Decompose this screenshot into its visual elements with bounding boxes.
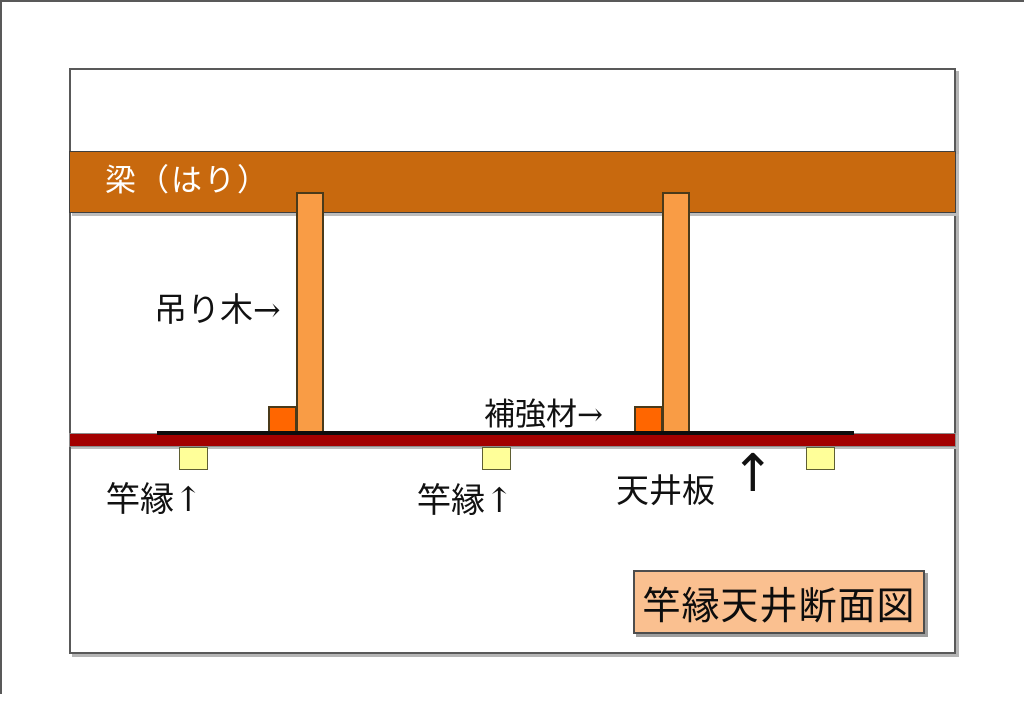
saobuchi-block-center bbox=[482, 447, 511, 470]
saobuchi-block-right bbox=[806, 447, 835, 470]
page-border-top bbox=[0, 0, 1024, 2]
saobuchi-label-center: 竿縁↑ bbox=[417, 481, 514, 521]
saobuchi-label-left: 竿縁↑ bbox=[106, 480, 203, 520]
beam-rect bbox=[69, 151, 956, 213]
ceiling-board-up-arrow: ↑ bbox=[731, 444, 775, 504]
beam-label: 梁（はり） bbox=[105, 163, 270, 199]
reinforcement-label: 補強材→ bbox=[484, 397, 603, 433]
page-border-left bbox=[0, 0, 2, 694]
hanging-rod-left bbox=[296, 192, 324, 434]
ceiling-board-rect bbox=[69, 433, 956, 447]
reinforcement-block-right bbox=[634, 406, 663, 435]
hanging-rod-right bbox=[662, 192, 690, 434]
title-box: 竿縁天井断面図 bbox=[633, 570, 925, 634]
title-text: 竿縁天井断面図 bbox=[642, 583, 916, 628]
hanging-rod-label: 吊り木→ bbox=[154, 290, 281, 329]
saobuchi-block-left bbox=[179, 447, 208, 470]
ceiling-board-top-line bbox=[157, 431, 854, 435]
ceiling-board-label: 天井板 bbox=[616, 471, 715, 510]
